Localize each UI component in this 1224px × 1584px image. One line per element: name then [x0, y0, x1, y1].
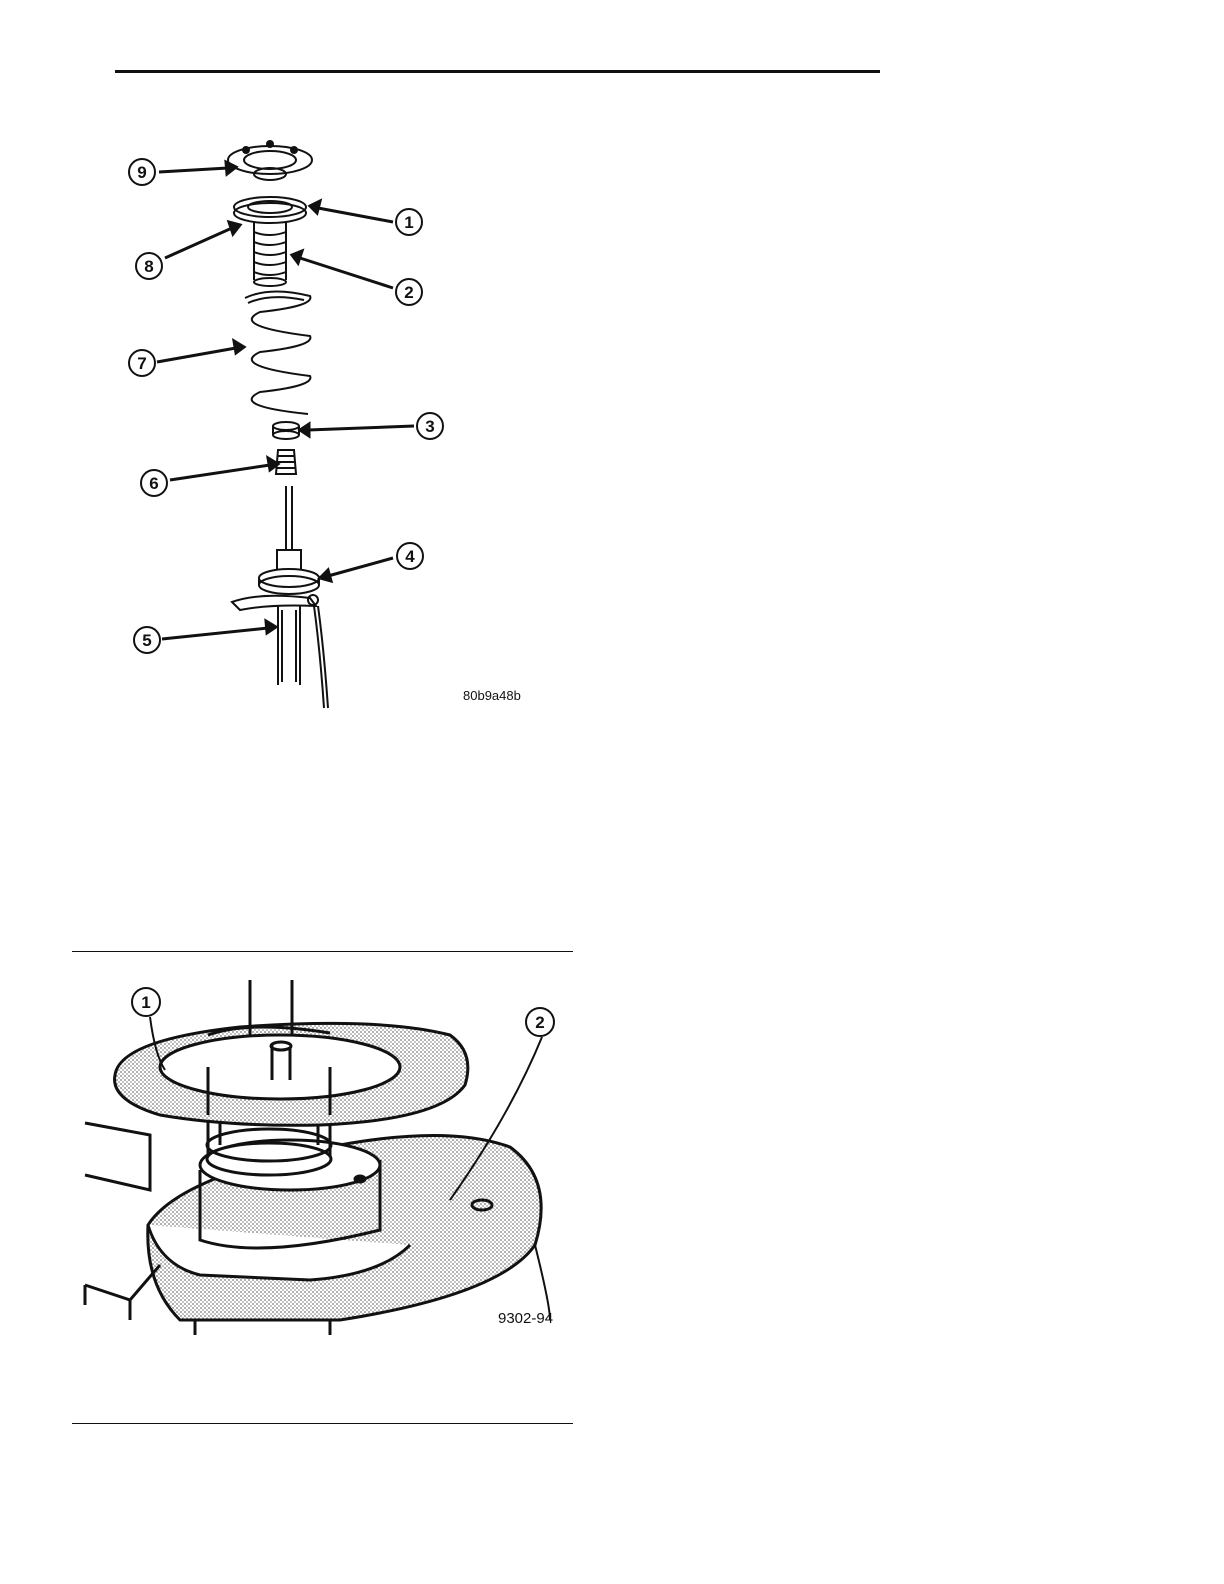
dust-boot-part — [254, 222, 286, 286]
spring-seat-illustration: 1 2 9302-94 — [80, 975, 570, 1335]
callout-3: 3 — [425, 417, 434, 436]
upper-mount-part — [228, 141, 312, 180]
callout-9: 9 — [137, 163, 146, 182]
jounce-bumper-part — [276, 450, 296, 474]
strut-exploded-illustration: 9 1 8 2 7 3 6 4 5 80b9a48b — [110, 130, 550, 710]
bearing-seat-part — [234, 197, 306, 223]
callout-2: 2 — [404, 283, 413, 302]
figure-code-1: 80b9a48b — [463, 688, 521, 703]
figure-code-2: 9302-94 — [498, 1310, 553, 1327]
strut-exploded-figure: 9 1 8 2 7 3 6 4 5 80b9a48b — [110, 130, 550, 710]
callout-4: 4 — [405, 547, 415, 566]
strut-body-part — [232, 486, 328, 708]
top-rule — [115, 70, 880, 73]
coil-spring-part — [245, 291, 310, 414]
spring-seat-figure: 1 2 9302-94 — [80, 975, 570, 1335]
figure2-bottom-rule — [72, 1423, 573, 1424]
callout-8: 8 — [144, 257, 153, 276]
callout-fig2-1: 1 — [141, 993, 150, 1012]
callout-5: 5 — [142, 631, 151, 650]
callout-7: 7 — [137, 354, 146, 373]
figure2-top-rule — [72, 951, 573, 952]
isolator-part — [273, 422, 299, 439]
callout-fig2-2: 2 — [535, 1013, 544, 1032]
callout-1: 1 — [404, 213, 413, 232]
callout-6: 6 — [149, 474, 158, 493]
